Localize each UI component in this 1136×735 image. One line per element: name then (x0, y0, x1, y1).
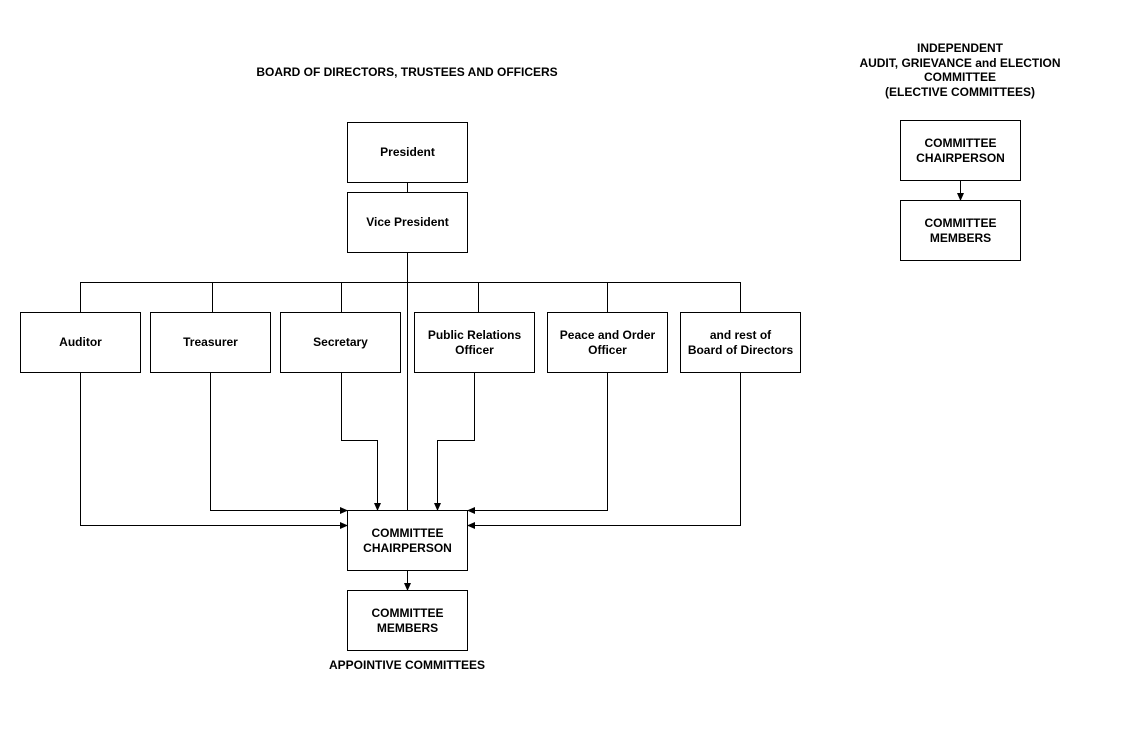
appointive-committees-label: APPOINTIVE COMMITTEES (328, 658, 485, 672)
pro-to-chair-arrow (434, 372, 475, 511)
rest-board-to-chair-arrow (467, 372, 741, 529)
independent-committee-title: INDEPENDENT AUDIT, GRIEVANCE and ELECTIO… (859, 41, 1061, 99)
treasurer-box: Treasurer (150, 312, 271, 373)
auditor-box: Auditor (20, 312, 141, 373)
rest-of-board-box: and rest of Board of Directors (680, 312, 801, 373)
peace-order-to-chair-arrow (467, 372, 608, 514)
secretary-box: Secretary (280, 312, 401, 373)
vice-president-box: Vice President (347, 192, 468, 253)
peace-and-order-officer-box: Peace and Order Officer (547, 312, 668, 373)
president-box: President (347, 122, 468, 183)
committee-members-box: COMMITTEE MEMBERS (347, 590, 468, 651)
committee-chairperson-box: COMMITTEE CHAIRPERSON (347, 510, 468, 571)
auditor-to-chair-arrow (80, 372, 348, 529)
independent-committee-members-box: COMMITTEE MEMBERS (900, 200, 1021, 261)
treasurer-to-chair-arrow (210, 372, 348, 514)
public-relations-officer-box: Public Relations Officer (414, 312, 535, 373)
independent-committee-chairperson-box: COMMITTEE CHAIRPERSON (900, 120, 1021, 181)
secretary-to-chair-arrow (341, 372, 381, 511)
board-title: BOARD OF DIRECTORS, TRUSTEES AND OFFICER… (256, 65, 558, 79)
